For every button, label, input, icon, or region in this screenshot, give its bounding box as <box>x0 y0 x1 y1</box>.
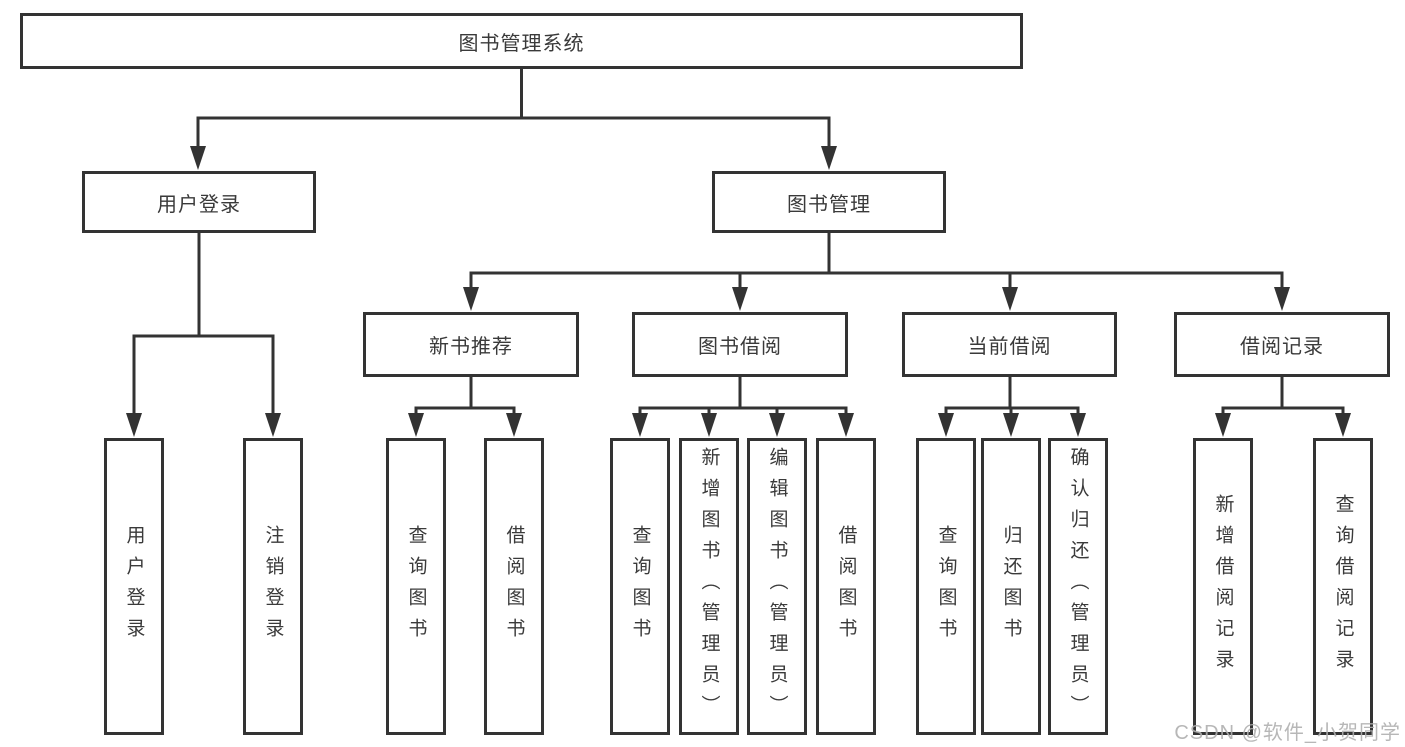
leaf-borrow-edit-books-admin: 编辑图书（管理员） <box>747 438 807 735</box>
node-label: 图书管理 <box>787 193 871 216</box>
leaf-borrow-query-books: 查询图书 <box>610 438 670 735</box>
node-user-login-branch: 用户登录 <box>82 171 316 233</box>
node-label: 图书管理系统 <box>458 32 585 55</box>
connector-root-to-level2 <box>190 69 837 170</box>
node-label: 图书借阅 <box>698 336 782 358</box>
leaf-history-add-record: 新增借阅记录 <box>1193 438 1253 735</box>
leaf-logout: 注销登录 <box>243 438 303 735</box>
leaf-label: 用户登录 <box>123 524 145 649</box>
node-label: 当前借阅 <box>967 336 1052 358</box>
leaf-newbook-query-books: 查询图书 <box>386 438 446 735</box>
connector-history-to-leaves <box>1215 377 1351 437</box>
node-label: 用户登录 <box>157 193 241 216</box>
leaf-current-return-books: 归还图书 <box>981 438 1041 735</box>
node-label: 借阅记录 <box>1240 336 1324 358</box>
leaf-label: 编辑图书（管理员） <box>766 447 788 726</box>
csdn-watermark: CSDN @软件_小贺同学 <box>1174 722 1401 744</box>
connector-mgmt-to-level3 <box>463 233 1290 311</box>
leaf-label: 查询图书 <box>405 524 427 649</box>
node-book-borrow: 图书借阅 <box>632 312 848 377</box>
leaf-newbook-borrow-books: 借阅图书 <box>484 438 544 735</box>
leaf-label: 借阅图书 <box>835 524 857 649</box>
leaf-user-login: 用户登录 <box>104 438 164 735</box>
connector-current-to-leaves <box>938 377 1086 437</box>
leaf-label: 注销登录 <box>262 524 284 649</box>
node-current-borrow: 当前借阅 <box>902 312 1117 377</box>
leaf-borrow-borrow-books: 借阅图书 <box>816 438 876 735</box>
leaf-label: 新增图书（管理员） <box>698 447 720 726</box>
leaf-label: 查询借阅记录 <box>1332 493 1354 680</box>
node-new-book-recommend: 新书推荐 <box>363 312 579 377</box>
node-borrow-records: 借阅记录 <box>1174 312 1390 377</box>
node-book-management: 图书管理 <box>712 171 946 233</box>
node-library-management-system: 图书管理系统 <box>20 13 1023 69</box>
leaf-label: 查询图书 <box>935 524 957 649</box>
leaf-label: 查询图书 <box>629 524 651 649</box>
leaf-label: 借阅图书 <box>503 524 525 649</box>
leaf-history-query-record: 查询借阅记录 <box>1313 438 1373 735</box>
connector-login-to-leaves <box>126 233 281 437</box>
leaf-borrow-add-books-admin: 新增图书（管理员） <box>679 438 739 735</box>
connector-borrow-to-leaves <box>632 377 854 437</box>
leaf-label: 新增借阅记录 <box>1212 493 1234 680</box>
node-label: 新书推荐 <box>429 336 513 358</box>
leaf-label: 归还图书 <box>1000 524 1022 649</box>
connector-newbook-to-leaves <box>408 377 522 437</box>
leaf-label: 确认归还（管理员） <box>1067 447 1089 726</box>
leaf-current-query-books: 查询图书 <box>916 438 976 735</box>
leaf-current-confirm-return-admin: 确认归还（管理员） <box>1048 438 1108 735</box>
